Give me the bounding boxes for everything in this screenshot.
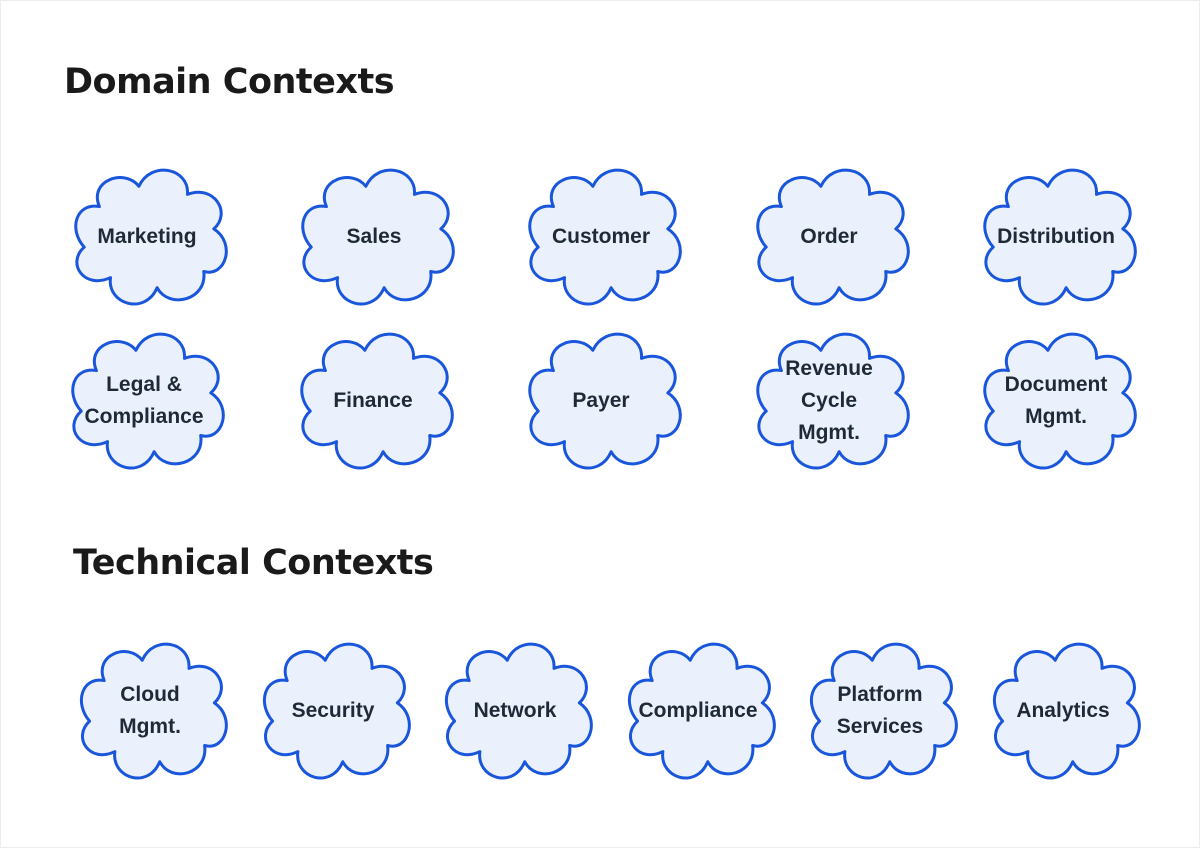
cloud-outline	[985, 170, 1136, 304]
cloud-outline	[629, 644, 774, 778]
cloud-icon	[975, 330, 1137, 472]
cloud-icon	[520, 166, 682, 308]
cloud-icon	[748, 166, 910, 308]
cloud-outline	[302, 334, 453, 468]
cloud-outline	[985, 334, 1136, 468]
cloud-outline	[530, 334, 681, 468]
context-node-platform-services[interactable]: Platform Services	[802, 640, 958, 782]
cloud-icon	[293, 166, 455, 308]
cloud-icon	[748, 330, 910, 472]
context-node-finance[interactable]: Finance	[292, 330, 454, 472]
cloud-icon	[520, 330, 682, 472]
domain-contexts-title: Domain Contexts	[64, 62, 395, 102]
cloud-icon	[63, 330, 225, 472]
context-node-legal-compliance[interactable]: Legal & Compliance	[63, 330, 225, 472]
context-node-distribution[interactable]: Distribution	[975, 166, 1137, 308]
cloud-outline	[303, 170, 454, 304]
cloud-outline	[530, 170, 681, 304]
cloud-outline	[81, 644, 226, 778]
cloud-outline	[994, 644, 1139, 778]
cloud-icon	[292, 330, 454, 472]
context-node-document-mgmt[interactable]: Document Mgmt.	[975, 330, 1137, 472]
context-node-sales[interactable]: Sales	[293, 166, 455, 308]
cloud-outline	[446, 644, 591, 778]
context-node-payer[interactable]: Payer	[520, 330, 682, 472]
cloud-icon	[255, 640, 411, 782]
context-node-security[interactable]: Security	[255, 640, 411, 782]
cloud-icon	[437, 640, 593, 782]
context-node-compliance[interactable]: Compliance	[620, 640, 776, 782]
context-node-cloud-mgmt[interactable]: Cloud Mgmt.	[72, 640, 228, 782]
cloud-icon	[66, 166, 228, 308]
context-node-network[interactable]: Network	[437, 640, 593, 782]
cloud-icon	[802, 640, 958, 782]
cloud-outline	[758, 170, 909, 304]
technical-contexts-title: Technical Contexts	[73, 543, 434, 583]
context-node-order[interactable]: Order	[748, 166, 910, 308]
cloud-outline	[73, 334, 224, 468]
cloud-outline	[264, 644, 409, 778]
context-node-marketing[interactable]: Marketing	[66, 166, 228, 308]
cloud-icon	[985, 640, 1141, 782]
context-node-analytics[interactable]: Analytics	[985, 640, 1141, 782]
context-node-customer[interactable]: Customer	[520, 166, 682, 308]
cloud-outline	[76, 170, 227, 304]
cloud-icon	[975, 166, 1137, 308]
cloud-outline	[758, 334, 909, 468]
context-node-revenue-cycle[interactable]: Revenue Cycle Mgmt.	[748, 330, 910, 472]
cloud-icon	[72, 640, 228, 782]
cloud-icon	[620, 640, 776, 782]
cloud-outline	[811, 644, 956, 778]
